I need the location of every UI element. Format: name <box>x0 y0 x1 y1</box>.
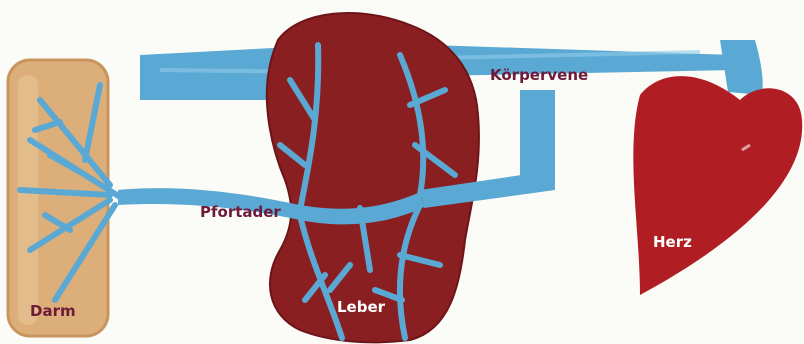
heart <box>633 76 802 295</box>
label-darm: Darm <box>30 302 76 320</box>
label-leber: Leber <box>337 298 385 316</box>
label-herz: Herz <box>653 233 692 251</box>
label-koerpervene: Körpervene <box>490 66 588 84</box>
liver <box>267 13 479 342</box>
label-pfortader: Pfortader <box>200 203 281 221</box>
